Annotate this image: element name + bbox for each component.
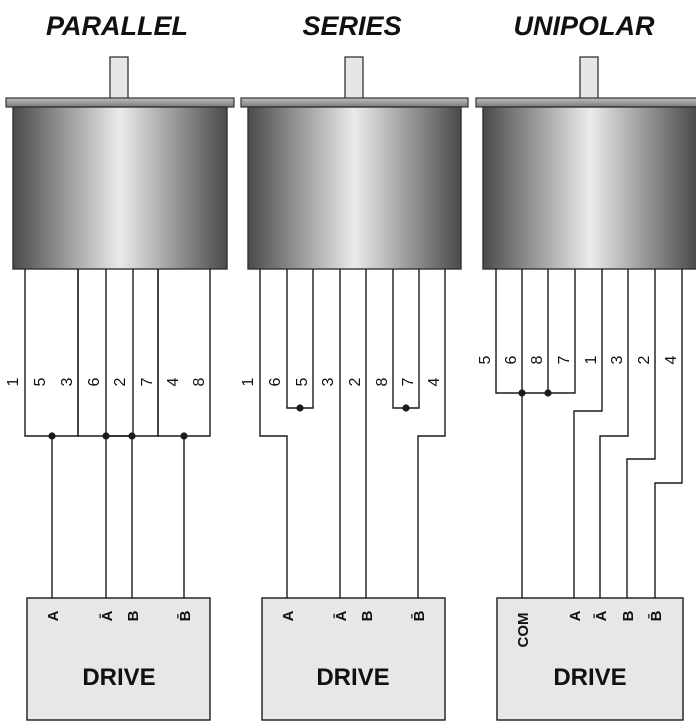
- wire-4-to-b-bar: [417, 269, 446, 598]
- title-unipolar: UNIPOLAR: [514, 11, 656, 41]
- pin-label: 4: [663, 355, 680, 364]
- junction-dot: [180, 432, 188, 440]
- drive-terminal-label: B̄: [410, 610, 428, 621]
- junction-dot: [518, 389, 526, 397]
- motor-shaft: [579, 56, 599, 100]
- drive-terminal-label: A: [567, 610, 584, 621]
- wire-3-to-a-bar: [599, 269, 629, 598]
- motor-flange: [240, 97, 469, 108]
- pin-label: 6: [503, 355, 520, 364]
- wire-1-to-a: [573, 269, 603, 598]
- motor-series: [240, 56, 469, 270]
- wire-2-7: [105, 269, 159, 437]
- motor-shaft: [109, 56, 129, 100]
- junctions-parallel: [48, 432, 188, 440]
- pin-label: 3: [59, 377, 76, 386]
- pin-label: 1: [583, 355, 600, 364]
- drive-terminal-label: B: [125, 610, 142, 621]
- motor-body: [247, 106, 462, 270]
- pin-label: 4: [165, 377, 182, 386]
- title-series: SERIES: [302, 11, 401, 41]
- pin-label: 2: [112, 377, 129, 386]
- motor-body: [12, 106, 228, 270]
- pin-label: 2: [636, 355, 653, 364]
- drive-terminal-label: A: [280, 610, 297, 621]
- wire-2-to-b: [626, 269, 656, 598]
- drive-terminal-label: B: [359, 610, 376, 621]
- junction-dot: [102, 432, 110, 440]
- pin-label: 4: [426, 377, 443, 386]
- wire-1-5: [24, 269, 79, 437]
- drive-box: [496, 597, 684, 721]
- wires-unipolar: [495, 269, 683, 598]
- drive-parallel: A Ā B B̄ DRIVE: [26, 597, 211, 721]
- motor-body: [482, 106, 696, 270]
- drive-terminal-label: Ā: [99, 610, 116, 621]
- junctions-unipolar: [518, 389, 552, 397]
- pin-label: 5: [294, 377, 311, 386]
- drive-terminal-label: B̄: [647, 610, 665, 621]
- junction-dot: [48, 432, 56, 440]
- pin-label: 8: [374, 377, 391, 386]
- pin-labels-series: 1 6 5 3 2 8 7 4: [240, 377, 443, 386]
- junctions-series: [296, 404, 410, 412]
- motor-flange: [475, 97, 696, 108]
- pin-label: 6: [86, 377, 103, 386]
- pin-label: 5: [477, 355, 494, 364]
- junction-dot: [128, 432, 136, 440]
- wire-com-bus: [495, 269, 576, 394]
- drive-box: [26, 597, 211, 721]
- drive-label: DRIVE: [553, 664, 626, 691]
- drive-label: DRIVE: [82, 664, 155, 691]
- pin-label: 7: [400, 377, 417, 386]
- junction-dot: [296, 404, 304, 412]
- pin-label: 8: [191, 377, 208, 386]
- pin-label: 7: [139, 377, 156, 386]
- pin-label: 3: [609, 355, 626, 364]
- junction-dot: [544, 389, 552, 397]
- drive-terminal-label: B: [620, 610, 637, 621]
- drive-label: DRIVE: [316, 664, 389, 691]
- pin-label: 1: [5, 377, 22, 386]
- pin-label: 6: [267, 377, 284, 386]
- wire-4-to-b-bar: [654, 269, 683, 598]
- wires-series: [259, 269, 446, 598]
- motor-parallel: [5, 56, 235, 270]
- motor-flange: [5, 97, 235, 108]
- motor-unipolar: [475, 56, 696, 270]
- junction-dot: [402, 404, 410, 412]
- pin-label: 3: [320, 377, 337, 386]
- pin-label: 5: [32, 377, 49, 386]
- pin-label: 7: [556, 355, 573, 364]
- drive-terminal-label: B̄: [176, 610, 194, 621]
- title-parallel: PARALLEL: [46, 11, 188, 41]
- drive-terminal-label: Ā: [593, 610, 610, 621]
- motor-shaft: [344, 56, 364, 100]
- drive-terminal-label: Ā: [333, 610, 350, 621]
- pin-label: 8: [529, 355, 546, 364]
- pin-labels-parallel: 1 5 3 6 2 7 4 8: [5, 377, 208, 386]
- drive-box: [261, 597, 446, 721]
- pin-labels-unipolar: 5 6 8 7 1 3 2 4: [477, 355, 680, 364]
- wire-4-8: [157, 269, 211, 437]
- drive-unipolar: COM A Ā B B̄ DRIVE: [496, 597, 684, 721]
- drive-series: A Ā B B̄ DRIVE: [261, 597, 446, 721]
- drive-terminal-label: A: [45, 610, 62, 621]
- wire-1-to-a: [259, 269, 288, 598]
- pin-label: 2: [347, 377, 364, 386]
- pin-label: 1: [240, 377, 257, 386]
- drive-terminal-label: COM: [515, 613, 532, 648]
